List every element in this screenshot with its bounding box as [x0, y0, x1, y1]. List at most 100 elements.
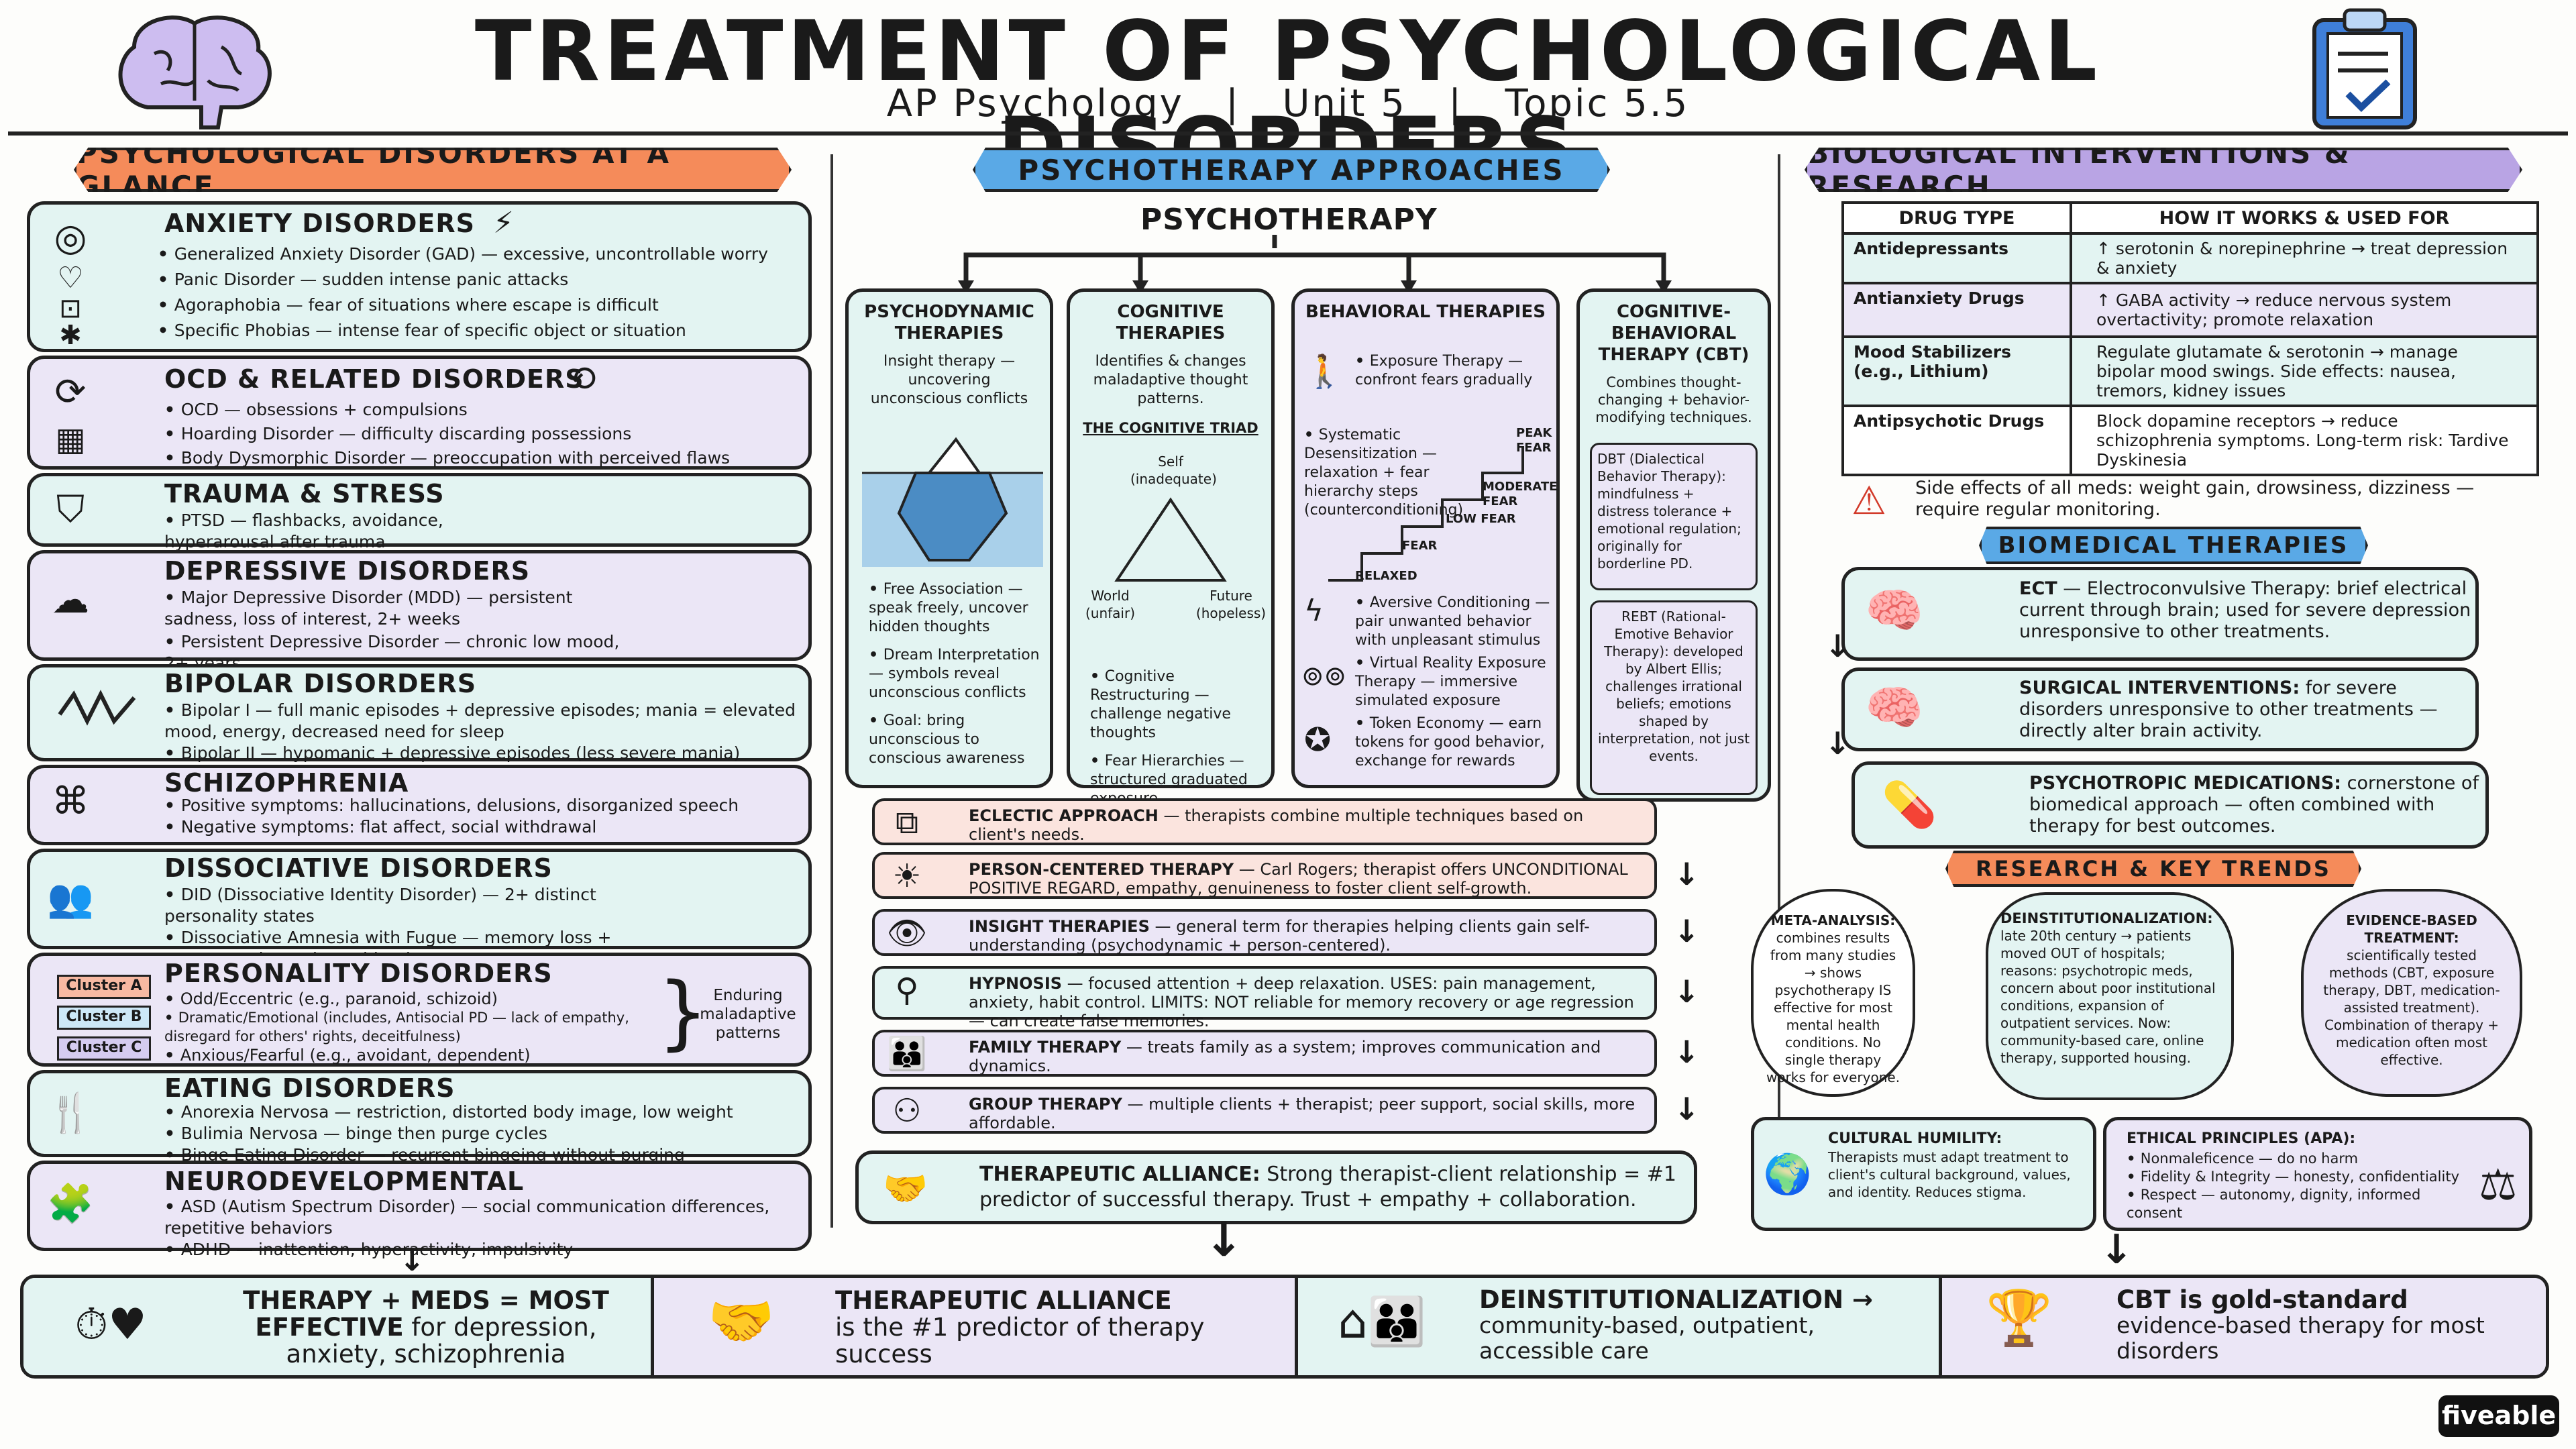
list-item: Fear Hierarchies — structured graduated …: [1090, 752, 1268, 808]
row-text: — multiple clients + therapist; peer sup…: [969, 1095, 1635, 1132]
ebt-text: scientifically tested methods (CBT, expo…: [2323, 947, 2500, 1068]
trauma-title: TRAUMA & STRESS: [164, 479, 445, 508]
group-circle-icon: ⚇: [892, 1092, 922, 1130]
psychotropic-label: PSYCHOTROPIC MEDICATIONS:: [2029, 773, 2342, 794]
list-item: ADHD — inattention, hyperactivity, impul…: [164, 1239, 808, 1260]
drug-table: DRUG TYPE HOW IT WORKS & USED FOR Antide…: [1841, 201, 2539, 476]
eating-card: 🍴 EATING DISORDERS Anorexia Nervosa — re…: [27, 1070, 812, 1165]
summary-text: community-based, outpatient, accessible …: [1479, 1312, 1815, 1364]
down-arrow-icon: ↓: [2100, 1226, 2134, 1273]
row-text: — treats family as a system; improves co…: [969, 1038, 1601, 1075]
row-label: PERSON-CENTERED THERAPY: [969, 860, 1234, 879]
brain-scalpel-icon: 🧠: [1865, 680, 1924, 735]
row-label: GROUP THERAPY: [969, 1095, 1122, 1114]
table-header: DRUG TYPE: [1841, 201, 2072, 235]
table-cell: ↑ GABA activity → reduce nervous system …: [2070, 282, 2539, 338]
eye-icon: 👁: [886, 914, 928, 952]
side-effects-warning: Side effects of all meds: weight gain, d…: [1915, 478, 2475, 520]
cluster-b-tag: Cluster B: [57, 1006, 151, 1030]
cluster-c-tag: Cluster C: [57, 1036, 151, 1061]
summary-text: evidence-based therapy for most disorder…: [2116, 1312, 2485, 1364]
schizophrenia-title: SCHIZOPHRENIA: [164, 768, 409, 798]
evidence-based-card: EVIDENCE-BASED TREATMENT: scientifically…: [2301, 889, 2522, 1097]
meta-label: META-ANALYSIS:: [1770, 912, 1896, 928]
neuro-title: NEURODEVELOPMENTAL: [164, 1167, 525, 1196]
down-arrow-icon: ↓: [1825, 725, 1851, 761]
two-people-icon: 👥: [47, 877, 94, 920]
summary-bold: DEINSTITUTIONALIZATION →: [1479, 1285, 1873, 1314]
table-cell: Antipsychotic Drugs: [1841, 405, 2072, 476]
cognitive-triad-title: THE COGNITIVE TRIAD: [1083, 420, 1258, 436]
meta-text: combines results from many studies → sho…: [1766, 930, 1900, 1085]
scales-icon: ⚖: [2479, 1161, 2518, 1210]
table-cell: ↑ serotonin & norepinephrine → treat dep…: [2070, 232, 2539, 284]
list-item: Bipolar II — hypomanic + depressive epis…: [164, 743, 808, 764]
step-low: LOW FEAR: [1446, 512, 1516, 526]
list-item: Nonmaleficence — do no harm: [2127, 1150, 2475, 1168]
bipolar-card: BIPOLAR DISORDERS Bipolar I — full manic…: [27, 664, 812, 764]
hypnosis-row: ⚲ HYPNOSIS — focused attention + deep re…: [872, 966, 1657, 1030]
row-label: INSIGHT THERAPIES: [969, 917, 1150, 936]
list-item: Panic Disorder — sudden intense panic at…: [158, 269, 802, 290]
research-banner: RESEARCH & KEY TRENDS: [1945, 851, 2361, 887]
zigzag-icon: [57, 688, 138, 731]
table-cell: Regulate glutamate & serotonin → manage …: [2070, 335, 2539, 407]
table-cell: Antidepressants: [1841, 232, 2072, 284]
list-item: Bulimia Nervosa — binge then purge cycle…: [164, 1123, 808, 1144]
puzzle-head-icon: ⧉: [895, 804, 919, 841]
brain-logo-icon: [107, 7, 282, 131]
lightning-icon: ϟ: [1304, 594, 1324, 628]
depressive-card: ☁ DEPRESSIVE DISORDERS Major Depressive …: [27, 550, 812, 673]
list-item: Aversive Conditioning — pair unwanted be…: [1355, 594, 1553, 650]
summary-bold: CBT is gold-standard: [2116, 1285, 2408, 1314]
door-icon: ⊡: [59, 293, 82, 324]
header-divider: [8, 131, 2568, 136]
handshake-icon: 🤝: [883, 1167, 928, 1210]
right-banner: BIOLOGICAL INTERVENTIONS & RESEARCH: [1805, 148, 2522, 192]
neurodevelopmental-card: 🧩 NEURODEVELOPMENTAL ASD (Autism Spectru…: [27, 1161, 812, 1259]
list-item: Anxious/Fearful (e.g., avoidant, depende…: [164, 1046, 661, 1065]
brain-electrode-icon: 🧠: [1865, 583, 1924, 638]
list-item: Respect — autonomy, dignity, informed co…: [2127, 1186, 2475, 1222]
boxes-icon: ▦: [55, 421, 86, 458]
anxiety-title: ANXIETY DISORDERS: [164, 209, 476, 238]
anxiety-icon: ◎: [54, 216, 87, 260]
cognitive-intro: Identifies & changes maladaptive thought…: [1093, 353, 1248, 407]
step-relaxed: RELAXED: [1355, 569, 1417, 583]
down-arrow-icon: ↓: [399, 1242, 425, 1278]
person-centered-row: ☀ PERSON-CENTERED THERAPY — Carl Rogers;…: [872, 852, 1657, 899]
cognitive-card: COGNITIVE THERAPIES Identifies & changes…: [1067, 288, 1275, 807]
dbt-box: DBT (Dialectical Behavior Therapy): mind…: [1590, 443, 1758, 590]
psychodynamic-title: PSYCHODYNAMIC THERAPIES: [864, 302, 1034, 343]
list-item: Anorexia Nervosa — restriction, distorte…: [164, 1102, 808, 1123]
triad-future: Future (hopeless): [1195, 588, 1267, 621]
list-item: Odd/Eccentric (e.g., paranoid, schizoid): [164, 989, 661, 1008]
psychotropic-card: 💊 PSYCHOTROPIC MEDICATIONS: cornerstone …: [1851, 761, 2489, 849]
insight-row: 👁 INSIGHT THERAPIES — general term for t…: [872, 909, 1657, 956]
handshake-icon: 🤝: [708, 1290, 775, 1352]
alliance-label: THERAPEUTIC ALLIANCE:: [979, 1163, 1260, 1186]
down-arrow-icon: ↓: [1674, 913, 1700, 949]
list-item: PTSD — flashbacks, avoidance, hyperarous…: [164, 510, 553, 553]
pill-bottle-icon: 💊: [1882, 779, 1937, 830]
pills-heart-icon: ⏱♥: [74, 1300, 147, 1350]
personality-title: PERSONALITY DISORDERS: [164, 959, 553, 988]
cbt-card: COGNITIVE-BEHAVIORAL THERAPY (CBT) Combi…: [1576, 288, 1771, 802]
eating-title: EATING DISORDERS: [164, 1073, 455, 1103]
ect-text: — Electroconvulsive Therapy: brief elect…: [2019, 578, 2471, 642]
trauma-card: ⛉ TRAUMA & STRESS PTSD — flashbacks, avo…: [27, 473, 812, 551]
row-text: — general term for therapies helping cli…: [969, 917, 1590, 955]
clipboard-check-icon: [2308, 7, 2422, 131]
ocd-title: OCD & RELATED DISORDERS: [164, 364, 584, 394]
pendulum-icon: ⚲: [895, 971, 919, 1009]
ethics-label: ETHICAL PRINCIPLES (APA):: [2127, 1130, 2356, 1147]
eclectic-row: ⧉ ECLECTIC APPROACH — therapists combine…: [872, 798, 1657, 845]
column-divider-right: [1778, 154, 1780, 1228]
dissociative-title: DISSOCIATIVE DISORDERS: [164, 853, 553, 883]
biomedical-banner: BIOMEDICAL THERAPIES: [1979, 527, 2368, 564]
table-cell: Mood Stabilizers (e.g., Lithium): [1841, 335, 2072, 407]
deinstitutionalization-card: DEINSTITUTIONALIZATION: late 20th centur…: [1986, 892, 2234, 1100]
cycle-icon: ⟳: [54, 370, 87, 414]
list-item: Cognitive Restructuring — challenge nega…: [1090, 667, 1268, 743]
cultural-humility-card: 🌍 CULTURAL HUMILITY: Therapists must ada…: [1751, 1117, 2096, 1231]
